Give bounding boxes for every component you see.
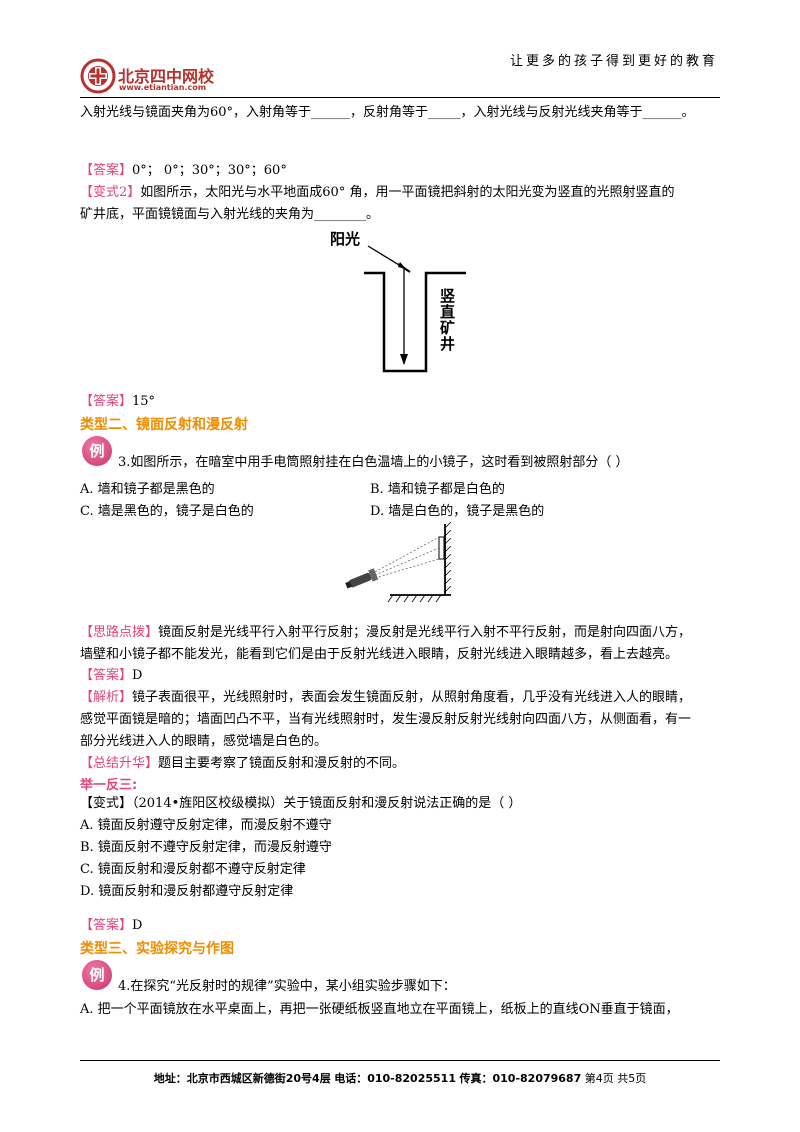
mine-shaft-diagram <box>320 228 490 378</box>
variant-option-a: A. 镜面反射遵守反射定律，而漫反射不遵守 <box>80 818 332 833</box>
q3-option-a: A. 墙和镜子都是黑色的 <box>80 482 215 497</box>
answer-1: 【答案】0°； 0°；30°；30°；60° <box>80 162 287 180</box>
answer-3: 【答案】D <box>80 668 143 683</box>
analysis-line-2: 感觉平面镜是暗的；墙面凹凸不平，当有光线照射时，发生漫反射反射光线射向四面八方，… <box>80 712 692 727</box>
footer-divider <box>80 1060 720 1061</box>
analysis-label: 【解析】 <box>80 690 133 705</box>
q3-option-d: D. 墙是白色的，镜子是黑色的 <box>370 504 545 519</box>
variant-question: 【变式】（2014•旌阳区校级模拟）关于镜面反射和漫反射说法正确的是（ ） <box>80 796 522 811</box>
section-heading-type-2: 类型二、镜面反射和漫反射 <box>80 417 248 433</box>
hint-label: 【思路点拨】 <box>80 625 159 640</box>
logo-url: www.etiantian.com <box>119 83 207 92</box>
mine-shaft-figure <box>364 245 466 373</box>
analysis-line-1: 【解析】镜子表面很平，光线照射时，表面会发生镜面反射，从照射角度看，几乎没有光线… <box>80 690 692 705</box>
phone-label: 电话： <box>334 1072 368 1085</box>
fax-label: 传真： <box>459 1072 493 1085</box>
q3-option-c: C. 墙是黑色的，镜子是白色的 <box>80 504 254 519</box>
answer-1-text: 0°； 0°；30°；30°；60° <box>132 163 287 178</box>
q3-option-b: B. 墙和镜子都是白色的 <box>370 482 505 497</box>
answer-2: 【答案】15° <box>80 394 156 409</box>
example-badge: 例 <box>82 436 112 466</box>
variant-label: 【变式】 <box>80 796 133 811</box>
analysis-line-3: 部分光线进入人的眼睛，感觉墙是白色的。 <box>80 734 328 749</box>
variant-2-line-1: 【变式2】如图所示，太阳光与水平地面成60° 角，用一平面镜把斜射的太阳光变为竖… <box>80 185 675 200</box>
sunlight-label: 阳光 <box>330 230 361 248</box>
question-4: 4.在探究“光反射时的规律”实验中，某小组实验步骤如下： <box>118 979 456 994</box>
summary-label: 【总结升华】 <box>80 756 159 771</box>
header-tagline: 让更多的孩子得到更好的教育 <box>509 54 718 69</box>
example-badge-2: 例 <box>82 960 112 990</box>
question-continuation: 入射光线与镜面夹角为60°，入射角等于______，反射角等于_____，入射光… <box>80 105 695 120</box>
flashlight-figure <box>345 521 452 603</box>
answer-4: 【答案】D <box>80 918 143 933</box>
phone: 010-82025511 <box>367 1072 456 1085</box>
hint-line-1: 【思路点拨】镜面反射是光线平行入射平行反射；漫反射是光线平行入射不平行反射，而是… <box>80 625 692 640</box>
address-label: 地址： <box>153 1072 187 1085</box>
footer: 地址：北京市西城区新德街20号4层 电话：010-82025511 传真：010… <box>0 1070 800 1086</box>
vertical-shaft-label: 竖 直 矿 井 <box>440 287 456 353</box>
address: 北京市西城区新德街20号4层 <box>186 1072 331 1085</box>
answer-label: 【答案】 <box>80 163 133 178</box>
variant-2-line-2: 矿井底，平面镜镜面与入射光线的夹角为________。 <box>80 207 380 222</box>
logo[interactable] <box>80 58 116 94</box>
hint-line-2: 墙壁和小镜子都不能发光，能看到它们是由于反射光线进入眼睛，反射光线进入眼睛越多，… <box>80 647 679 662</box>
summary: 【总结升华】题目主要考察了镜面反射和漫反射的不同。 <box>80 756 406 771</box>
section-heading-type-3: 类型三、实验探究与作图 <box>80 941 234 957</box>
header-divider <box>80 97 720 98</box>
variant-2-label: 【变式2】 <box>80 185 141 200</box>
page-number: 第4页 共5页 <box>584 1072 647 1085</box>
question-4-step-a: A. 把一个平面镜放在水平桌面上，再把一张硬纸板竖直地立在平面镜上，纸板上的直线… <box>80 1002 679 1017</box>
variant-option-c: C. 镜面反射和漫反射都不遵守反射定律 <box>80 862 306 877</box>
extend-heading: 举一反三: <box>80 778 138 793</box>
question-3: 3.如图所示，在暗室中用手电筒照射挂在白色温墙上的小镜子，这时看到被照射部分（ … <box>118 455 629 470</box>
fax: 010-82079687 <box>492 1072 582 1085</box>
flashlight-diagram <box>345 521 465 604</box>
logo-name: 北京四中网校 <box>118 67 215 86</box>
variant-option-b: B. 镜面反射不遵守反射定律，而漫反射遵守 <box>80 840 332 855</box>
variant-option-d: D. 镜面反射和漫反射都遵守反射定律 <box>80 884 294 899</box>
logo-emblem-icon <box>80 58 116 94</box>
